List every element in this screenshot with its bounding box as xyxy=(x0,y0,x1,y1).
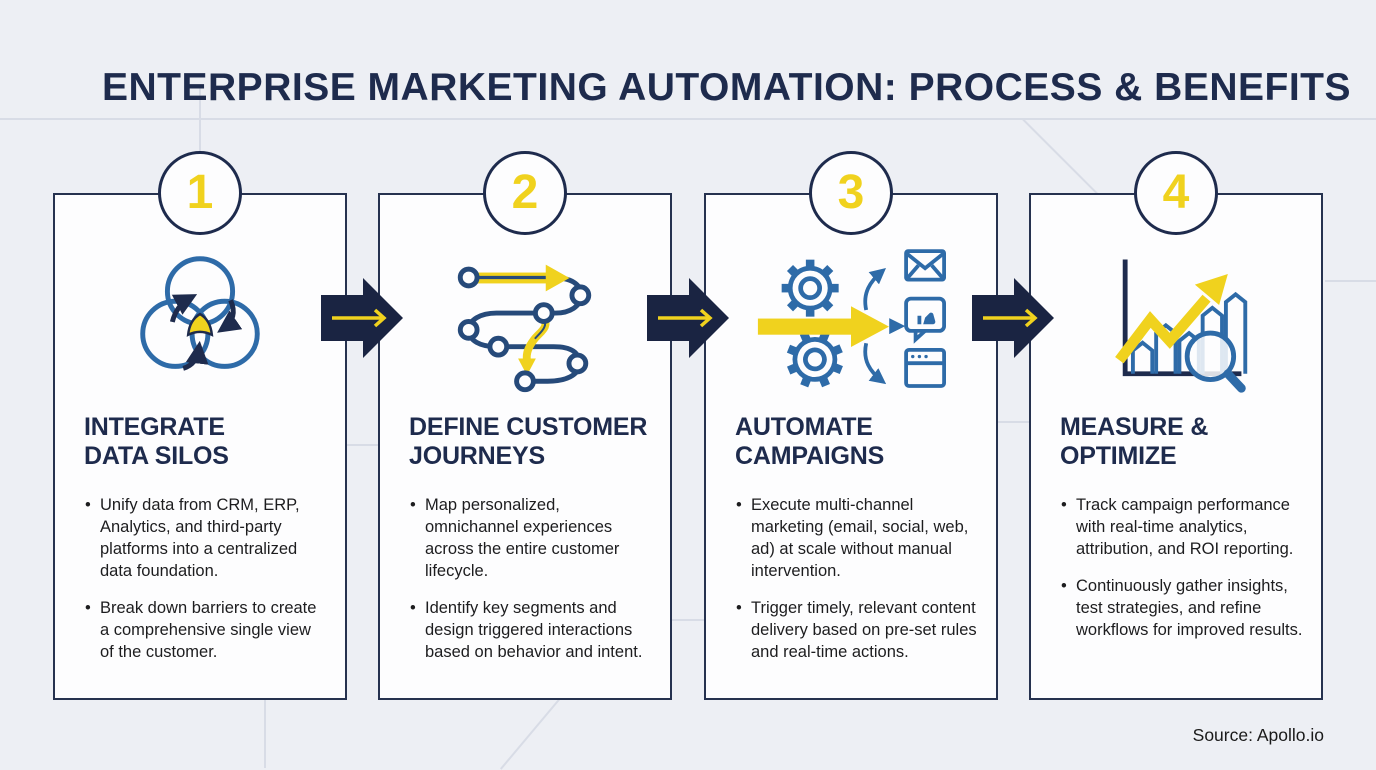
step-bullets: Map personalized, omnichannel experience… xyxy=(409,495,652,679)
analytics-magnifier-icon xyxy=(1031,233,1321,405)
decor-line-gap1 xyxy=(347,444,378,446)
bullet-item: Unify data from CRM, ERP, Analytics, and… xyxy=(84,495,327,583)
flow-arrow-icon xyxy=(972,278,1054,358)
step-number-badge: 1 xyxy=(158,151,242,235)
step-number-badge: 2 xyxy=(483,151,567,235)
source-attribution: Source: Apollo.io xyxy=(1192,725,1324,745)
decor-line-gap3 xyxy=(998,421,1029,423)
decor-line-vertical-bottom xyxy=(264,700,266,768)
flow-arrow-icon xyxy=(321,278,403,358)
step-bullets: Track campaign performance with real-tim… xyxy=(1060,495,1303,657)
flow-arrow-icon xyxy=(647,278,729,358)
decor-line-horizontal-right xyxy=(1325,280,1376,282)
step-bullets: Unify data from CRM, ERP, Analytics, and… xyxy=(84,495,327,679)
step-heading: MEASURE &OPTIMIZE xyxy=(1060,413,1209,471)
customer-journey-path-icon xyxy=(380,233,670,405)
bullet-item: Execute multi-channel marketing (email, … xyxy=(735,495,978,583)
bullet-item: Continuously gather insights, test strat… xyxy=(1060,576,1303,642)
page-title: ENTERPRISE MARKETING AUTOMATION: PROCESS… xyxy=(102,66,1352,110)
bullet-item: Track campaign performance with real-tim… xyxy=(1060,495,1303,561)
step-number-badge: 4 xyxy=(1134,151,1218,235)
bullet-item: Map personalized, omnichannel experience… xyxy=(409,495,652,583)
decor-line-horizontal-top xyxy=(0,118,1376,120)
step-number-badge: 3 xyxy=(809,151,893,235)
decor-line-vertical-card1 xyxy=(199,88,201,152)
decor-line-diagonal-bottom xyxy=(500,699,560,770)
step-bullets: Execute multi-channel marketing (email, … xyxy=(735,495,978,679)
gears-multichannel-icon xyxy=(706,233,996,405)
decor-line-gap2 xyxy=(672,619,704,621)
step-card-4: 4 MEASURE &OPTIMIZE Track campaign perfo… xyxy=(1029,151,1323,700)
bullet-item: Identify key segments and design trigger… xyxy=(409,598,652,664)
bullet-item: Break down barriers to create a comprehe… xyxy=(84,598,327,664)
bullet-item: Trigger timely, relevant content deliver… xyxy=(735,598,978,664)
venn-rotation-icon xyxy=(55,233,345,405)
step-card-3: 3 AUTO xyxy=(704,151,998,700)
